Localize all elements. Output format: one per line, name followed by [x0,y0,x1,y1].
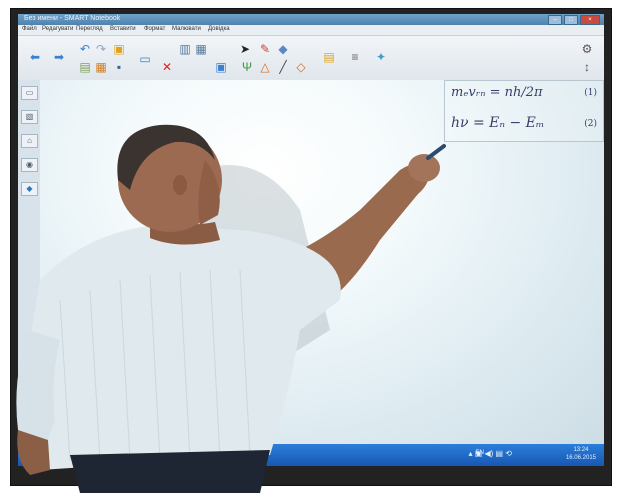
taskbar: ▶ ○ ◉ EN ▴ ▣ ◀) ▤ ⟲ 13:24 16.06.2015 [18,444,604,466]
addons-tab[interactable]: ◆ [21,182,38,196]
menu-edit[interactable]: Редагувати [42,26,74,32]
toolbar-move-icon[interactable]: ↕ [584,60,590,74]
menu-bar: Файл Редагувати Перегляд Вставити Формат… [18,25,604,36]
equation-2: hν = Eₙ − Eₘ [451,115,545,131]
color-icon[interactable]: ▤ [323,50,335,64]
redo-icon[interactable]: ↷ [95,42,107,56]
close-button[interactable]: × [580,15,600,25]
attachments-tab[interactable]: ⌂ [21,134,38,148]
delete-icon[interactable]: ✕ [161,60,173,74]
gear-icon[interactable]: ⚙ [581,42,593,56]
title-bar: Без имени - SMART Notebook – □ × [18,14,604,25]
properties-tab[interactable]: ◉ [21,158,38,172]
pen-icon[interactable]: ✎ [259,42,271,56]
toolbar: ⬅ ➡ ↶ ↷ ▣ ▤ ▦ ▪ ▭ ✕ ▥ ▦ ▣ ➤ ✎ ◆ Ψ △ ╱ ◇ … [18,36,604,81]
fill-icon[interactable]: ◇ [296,60,306,74]
page-icon[interactable]: ▤ [79,60,91,74]
tray-icons[interactable]: ▴ ▣ ◀) ▤ ⟲ [468,449,512,458]
side-panel: ▭ ▧ ⌂ ◉ ◆ [18,80,41,440]
menu-file[interactable]: Файл [22,26,37,32]
chrome-icon[interactable]: ◉ [158,447,174,463]
maximize-button[interactable]: □ [564,15,578,25]
back-icon[interactable]: ⬅ [29,50,41,64]
capture-icon[interactable]: ▣ [215,60,227,74]
table-icon[interactable]: ▥ [179,42,191,56]
language-indicator[interactable]: EN [475,450,484,456]
properties-icon[interactable]: ✦ [375,50,387,64]
media-player-icon[interactable]: ▶ [88,447,104,463]
magic-pen-icon[interactable]: Ψ [241,60,253,74]
save-icon[interactable]: ▪ [116,60,122,74]
eraser-icon[interactable]: ◆ [278,42,288,56]
menu-help[interactable]: Довідка [208,26,230,32]
clock-time: 13:24 [573,447,589,453]
clock-date: 16.06.2015 [565,455,596,461]
clock[interactable]: 13:24 16.06.2015 [566,446,596,462]
paste-icon[interactable]: ▦ [95,60,107,74]
equation-area: mₑvᵣₙ = nh/2π (1) hν = Eₙ − Eₘ (2) [444,80,604,142]
minimize-button[interactable]: – [548,15,562,25]
window-controls: – □ × [548,15,600,25]
line-style-icon[interactable]: ≡ [351,50,359,64]
equation-1: mₑvᵣₙ = nh/2π [451,85,543,100]
grid-icon[interactable]: ▦ [195,42,207,56]
shape-icon[interactable]: △ [260,60,270,74]
menu-view[interactable]: Перегляд [76,26,103,32]
window-title: Без имени - SMART Notebook [24,15,121,22]
equation-2-number: (2) [584,119,597,129]
forward-icon[interactable]: ➡ [53,50,65,64]
screen-icon[interactable]: ▭ [139,52,151,66]
undo-icon[interactable]: ↶ [79,42,91,56]
folder-icon[interactable]: ▣ [113,42,125,56]
opera-icon[interactable]: ○ [122,447,138,463]
menu-draw[interactable]: Малювати [172,26,201,32]
gallery-tab[interactable]: ▧ [21,110,38,124]
equation-1-number: (1) [584,88,597,98]
menu-insert[interactable]: Вставити [110,26,136,32]
line-icon[interactable]: ╱ [279,60,287,74]
projected-screen: Без имени - SMART Notebook – □ × Файл Ре… [18,14,604,466]
select-icon[interactable]: ➤ [239,42,251,56]
menu-format[interactable]: Формат [144,26,166,32]
page-sorter-tab[interactable]: ▭ [21,86,38,100]
